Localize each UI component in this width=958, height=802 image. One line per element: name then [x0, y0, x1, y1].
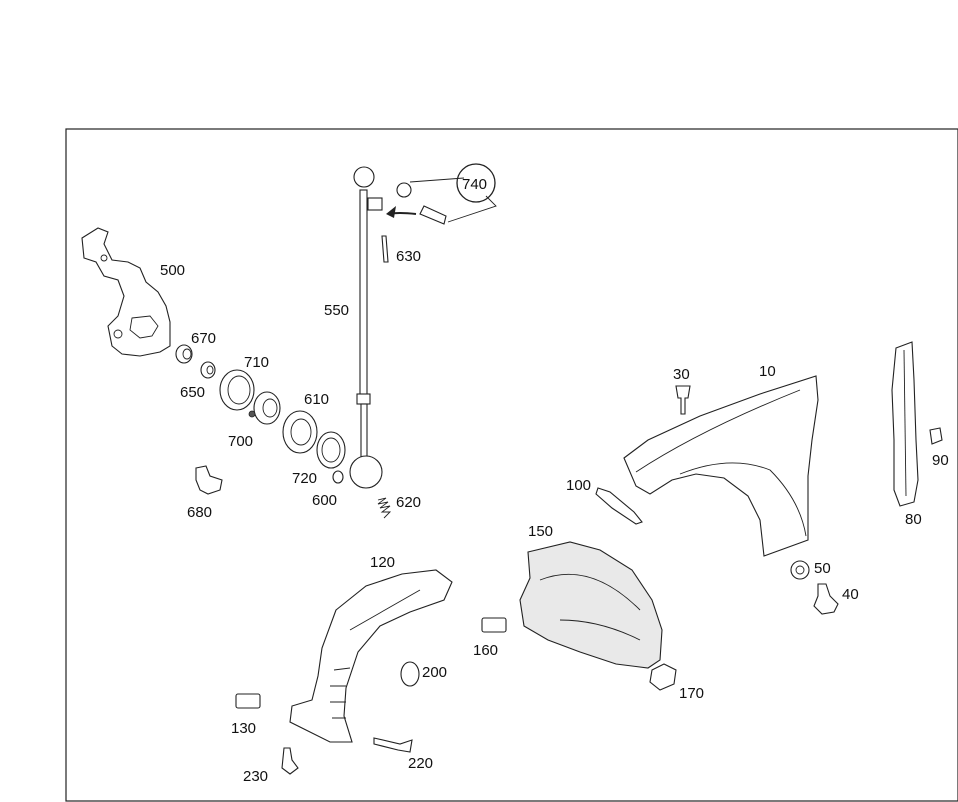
part-670-bushing [175, 344, 193, 364]
label-90: 90 [932, 452, 949, 469]
part-630-pin [381, 235, 389, 263]
label-670: 670 [191, 330, 216, 347]
label-610: 610 [304, 391, 329, 408]
label-680: 680 [187, 504, 212, 521]
label-10: 10 [759, 363, 776, 380]
part-40-bolt [813, 583, 839, 615]
label-710: 710 [244, 354, 269, 371]
label-620: 620 [396, 494, 421, 511]
label-220: 220 [408, 755, 433, 772]
part-710-seal-ring [219, 369, 255, 411]
label-230: 230 [243, 768, 268, 785]
label-740: 740 [462, 176, 487, 193]
label-720: 720 [292, 470, 317, 487]
label-550: 550 [324, 302, 349, 319]
part-620-spring [377, 497, 392, 519]
part-10-fender [623, 375, 819, 557]
part-50-nut [790, 560, 810, 580]
label-160: 160 [473, 642, 498, 659]
part-200-nut [400, 661, 420, 687]
label-600: 600 [312, 492, 337, 509]
label-40: 40 [842, 586, 859, 603]
part-610-bearing [282, 410, 318, 454]
label-80: 80 [905, 511, 922, 528]
part-170-clip [649, 663, 677, 691]
label-500: 500 [160, 262, 185, 279]
part-30-bolt [675, 385, 691, 415]
part-150-liner [519, 541, 663, 669]
part-740-bolt [386, 163, 497, 225]
part-600-washer [332, 470, 344, 484]
label-120: 120 [370, 554, 395, 571]
label-650: 650 [180, 384, 205, 401]
label-50: 50 [814, 560, 831, 577]
part-650-ring [200, 361, 216, 379]
part-130-clip [235, 693, 261, 709]
part-720-seal [316, 431, 346, 469]
label-630: 630 [396, 248, 421, 265]
label-30: 30 [673, 366, 690, 383]
part-230-pin [281, 747, 299, 775]
label-200: 200 [422, 664, 447, 681]
part-120-liner [289, 569, 453, 743]
label-100: 100 [566, 477, 591, 494]
label-130: 130 [231, 720, 256, 737]
part-550-rod [349, 166, 383, 489]
part-90-clip [929, 427, 943, 445]
part-500-bracket [81, 227, 171, 357]
part-680-clip [195, 465, 223, 495]
label-700: 700 [228, 433, 253, 450]
part-160-clip [481, 617, 507, 633]
label-170: 170 [679, 685, 704, 702]
label-150: 150 [528, 523, 553, 540]
part-700-flange [248, 391, 281, 425]
part-220-rivet [373, 737, 413, 753]
diagram-frame [65, 128, 958, 802]
part-100-bracket [595, 487, 643, 525]
part-80-strip [891, 341, 919, 507]
